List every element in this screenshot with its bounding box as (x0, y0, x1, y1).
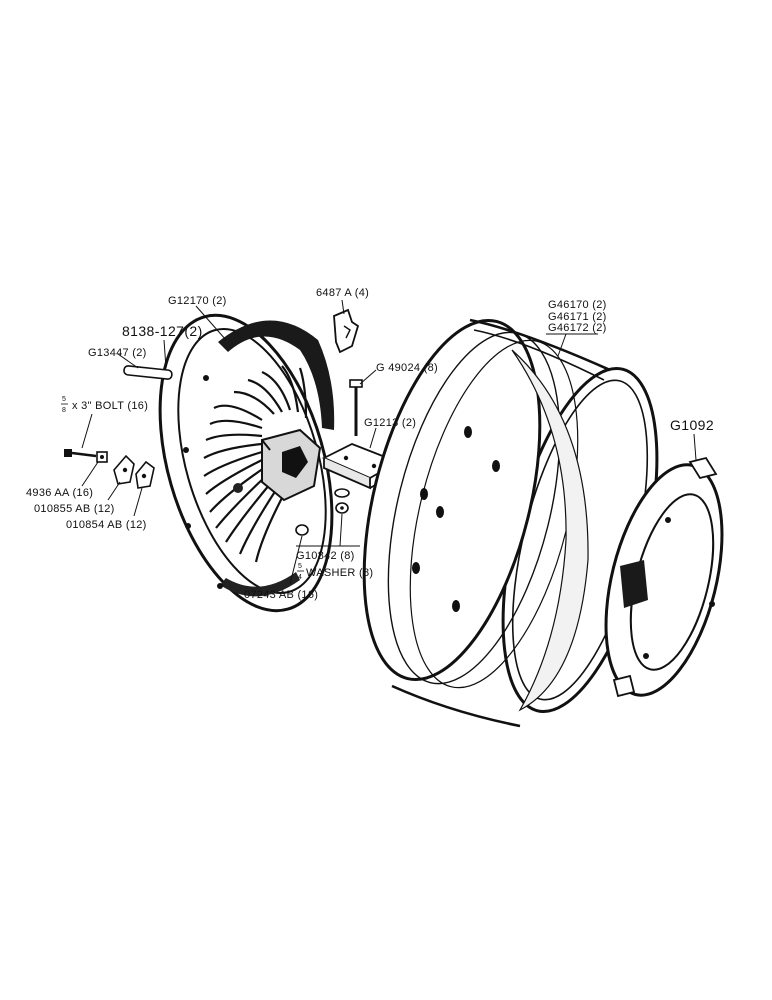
label-nut-4936: 4936 AA (16) (26, 487, 93, 499)
square-nut-part (96, 451, 108, 463)
label-rim-2: G46171 (2) (548, 311, 607, 323)
clamp-010855-part (113, 454, 135, 485)
label-center-part: 8138-127(2) (122, 323, 203, 339)
label-key: G13447 (2) (88, 347, 147, 359)
label-wedge-g1213: G1213 (2) (364, 417, 416, 429)
leader-lines (81, 299, 697, 585)
label-washer-frac-den: 4 (298, 574, 302, 581)
bolt-part (64, 449, 97, 458)
label-bolt-rest: x 3" BOLT (16) (72, 400, 148, 412)
bolt-g49024-part (349, 379, 363, 436)
nut-07243-part (295, 524, 309, 536)
label-center-hub: G12170 (2) (168, 295, 227, 307)
label-nut-07243: 07243 AB (16) (244, 589, 318, 601)
center-hub-disc (158, 313, 335, 613)
label-clamp-010855: 010855 AB (12) (34, 503, 115, 515)
label-rim-1: G46170 (2) (548, 299, 607, 311)
label-bolt-g49024: G 49024 (8) (376, 362, 438, 374)
label-clamp-010854: 010854 AB (12) (66, 519, 147, 531)
key-part (123, 365, 173, 380)
label-weight-g1092: G1092 (670, 417, 714, 433)
washer-g10842-part (334, 488, 350, 514)
label-washer: 5 4 WASHER (8) (297, 563, 373, 581)
clamp-010854-part (135, 460, 155, 489)
label-washer-g10842: G10842 (8) (296, 550, 355, 562)
label-clip-6487: 6487 A (4) (316, 287, 369, 299)
label-rim-3: G46172 (2) (548, 322, 607, 334)
label-washer-rest: WASHER (8) (306, 567, 373, 579)
rim-slots (412, 426, 500, 612)
clip-6487-part (333, 308, 360, 354)
part-labels: G12170 (2) 8138-127(2) G13447 (2) 5 8 x … (26, 287, 714, 601)
wheel-weight (604, 456, 724, 698)
label-bolt-frac-den: 8 (62, 407, 66, 414)
hub-ribs (203, 365, 308, 563)
label-bolt: 5 8 x 3" BOLT (16) (61, 396, 148, 414)
label-washer-frac-num: 5 (298, 563, 302, 570)
label-bolt-frac-num: 5 (62, 396, 66, 403)
